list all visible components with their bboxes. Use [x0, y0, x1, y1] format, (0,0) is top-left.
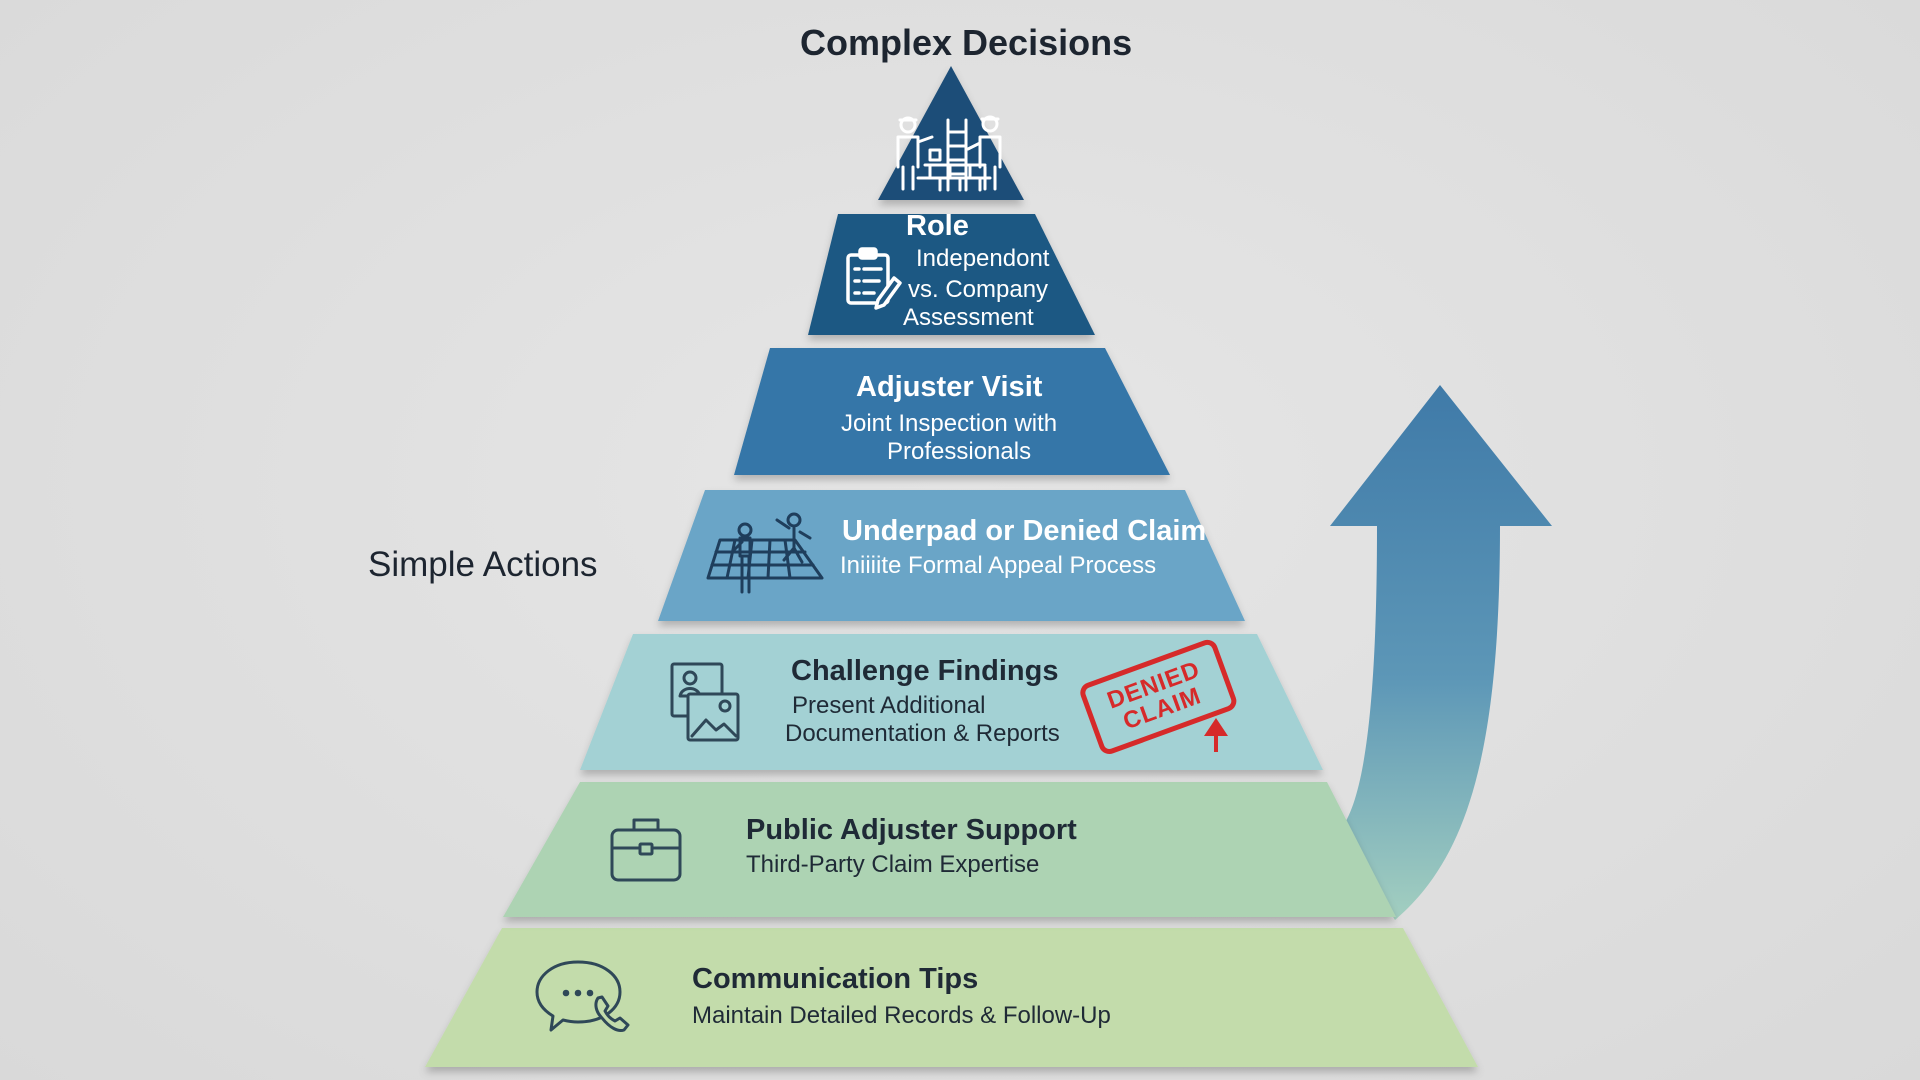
underpaid-subtitle: Iniiiite Formal Appeal Process	[840, 552, 1157, 579]
level-communication	[425, 928, 1478, 1067]
side-label: Simple Actions	[368, 545, 598, 584]
briefcase-icon	[610, 818, 682, 882]
role-subtitle-2: vs. Company	[908, 276, 1049, 303]
top-label: Complex Decisions	[800, 22, 1133, 63]
challenge-title: Challenge Findings	[791, 655, 1059, 687]
red-arrow-icon	[1204, 718, 1228, 752]
role-subtitle-1: Independont	[916, 245, 1050, 272]
challenge-subtitle-1: Present Additional	[792, 692, 986, 719]
photos-icon	[670, 662, 740, 742]
level-adjuster-visit	[734, 348, 1170, 475]
workers-ladder-icon	[896, 115, 1002, 192]
roofers-icon	[706, 512, 824, 594]
challenge-subtitle-2: Documentation & Reports	[785, 720, 1060, 747]
chat-phone-icon	[535, 960, 630, 1032]
public-adjuster-title: Public Adjuster Support	[746, 814, 1077, 846]
adjuster-visit-subtitle-1: Joint Inspection with	[841, 410, 1058, 437]
clipboard-icon	[846, 247, 902, 310]
underpaid-title: Underpad or Denied Claim	[842, 515, 1207, 547]
role-subtitle-3: Assessment	[903, 304, 1034, 331]
public-adjuster-subtitle: Third-Party Claim Expertise	[746, 851, 1040, 878]
denied-claim-stamp	[1080, 639, 1237, 755]
adjuster-visit-title: Adjuster Visit	[856, 371, 1043, 403]
communication-subtitle: Maintain Detailed Records & Follow-Up	[692, 1002, 1111, 1029]
up-arrow-icon	[1330, 385, 1552, 920]
level-underpaid	[658, 490, 1245, 621]
role-title: Role	[906, 210, 969, 242]
level-public-adjuster	[503, 782, 1396, 917]
adjuster-visit-subtitle-2: Professionals	[887, 438, 1032, 465]
communication-title: Communication Tips	[692, 963, 979, 995]
